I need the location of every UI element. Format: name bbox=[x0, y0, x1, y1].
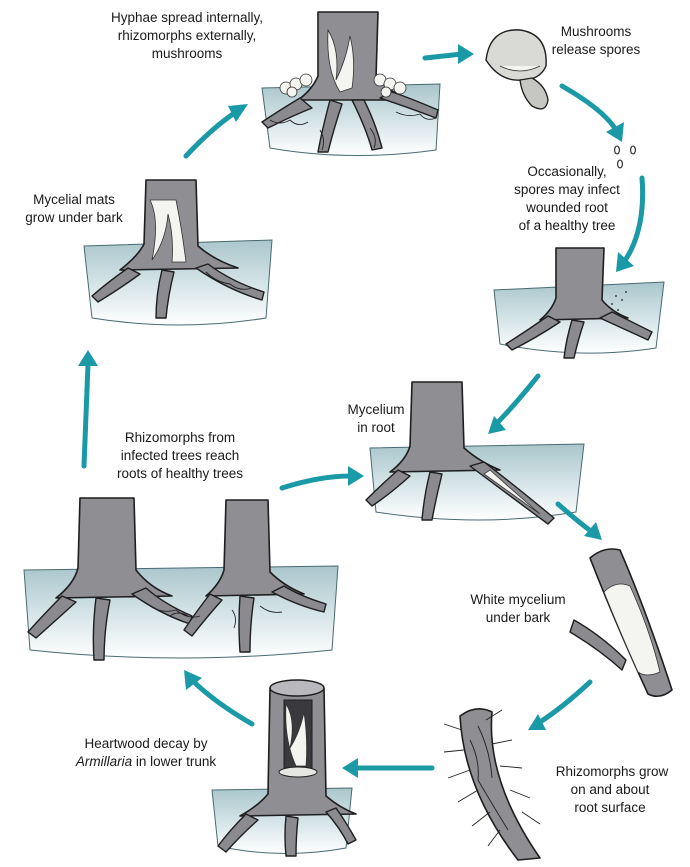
svg-text:infected trees reach: infected trees reach bbox=[121, 448, 240, 463]
svg-text:Armillaria in lower trunk: Armillaria in lower trunk bbox=[75, 754, 217, 769]
svg-text:Rhizomorphs grow: Rhizomorphs grow bbox=[556, 764, 669, 779]
tree-wounded-root bbox=[494, 248, 664, 358]
svg-text:mushrooms: mushrooms bbox=[152, 46, 223, 61]
svg-text:Mycelial mats: Mycelial mats bbox=[33, 192, 115, 207]
svg-text:in root: in root bbox=[357, 420, 395, 435]
svg-text:grow under bark: grow under bark bbox=[25, 210, 123, 225]
svg-text:Mycelium: Mycelium bbox=[347, 402, 404, 417]
svg-text:Occasionally,: Occasionally, bbox=[527, 164, 606, 179]
svg-text:of a healthy tree: of a healthy tree bbox=[519, 218, 616, 233]
tree-heartwood-decay bbox=[212, 680, 356, 856]
svg-text:Mushrooms: Mushrooms bbox=[561, 24, 632, 39]
armillaria-term: Armillaria bbox=[75, 754, 133, 769]
root-rhizomorph-surface bbox=[444, 709, 540, 860]
svg-text:Rhizomorphs from: Rhizomorphs from bbox=[125, 430, 235, 445]
heartwood-suffix: in lower trunk bbox=[132, 754, 216, 769]
label-heartwood-decay: Heartwood decay by Armillaria in lower t… bbox=[75, 736, 217, 769]
label-hyphae-spread: Hyphae spread internally, rhizomorphs ex… bbox=[111, 10, 263, 61]
svg-text:White mycelium: White mycelium bbox=[470, 592, 565, 607]
svg-text:root surface: root surface bbox=[574, 800, 645, 815]
svg-text:Heartwood decay by: Heartwood decay by bbox=[84, 736, 207, 751]
svg-text:rhizomorphs externally,: rhizomorphs externally, bbox=[118, 28, 257, 43]
label-mycelium-root: Mycelium in root bbox=[347, 402, 404, 435]
svg-text:under bark: under bark bbox=[486, 610, 551, 625]
trees-rhizomorph-contact bbox=[24, 498, 338, 660]
label-spores-infect: Occasionally, spores may infect wounded … bbox=[514, 164, 620, 233]
label-mycelial-mats: Mycelial mats grow under bark bbox=[25, 192, 123, 225]
root-white-mycelium bbox=[570, 549, 672, 696]
svg-text:spores may infect: spores may infect bbox=[514, 182, 620, 197]
label-rhizomorphs-grow: Rhizomorphs grow on and about root surfa… bbox=[556, 764, 669, 815]
svg-text:on and about: on and about bbox=[571, 782, 650, 797]
svg-text:release spores: release spores bbox=[552, 42, 641, 57]
svg-text:wounded root: wounded root bbox=[525, 200, 608, 215]
label-white-mycelium: White mycelium under bark bbox=[470, 592, 565, 625]
tree-hyphae-spread bbox=[262, 12, 440, 156]
svg-text:roots of healthy trees: roots of healthy trees bbox=[117, 466, 243, 481]
svg-text:Hyphae spread internally,: Hyphae spread internally, bbox=[111, 10, 263, 25]
label-rhizomorphs-reach: Rhizomorphs from infected trees reach ro… bbox=[117, 430, 243, 481]
label-mushrooms-release: Mushrooms release spores bbox=[552, 24, 641, 57]
